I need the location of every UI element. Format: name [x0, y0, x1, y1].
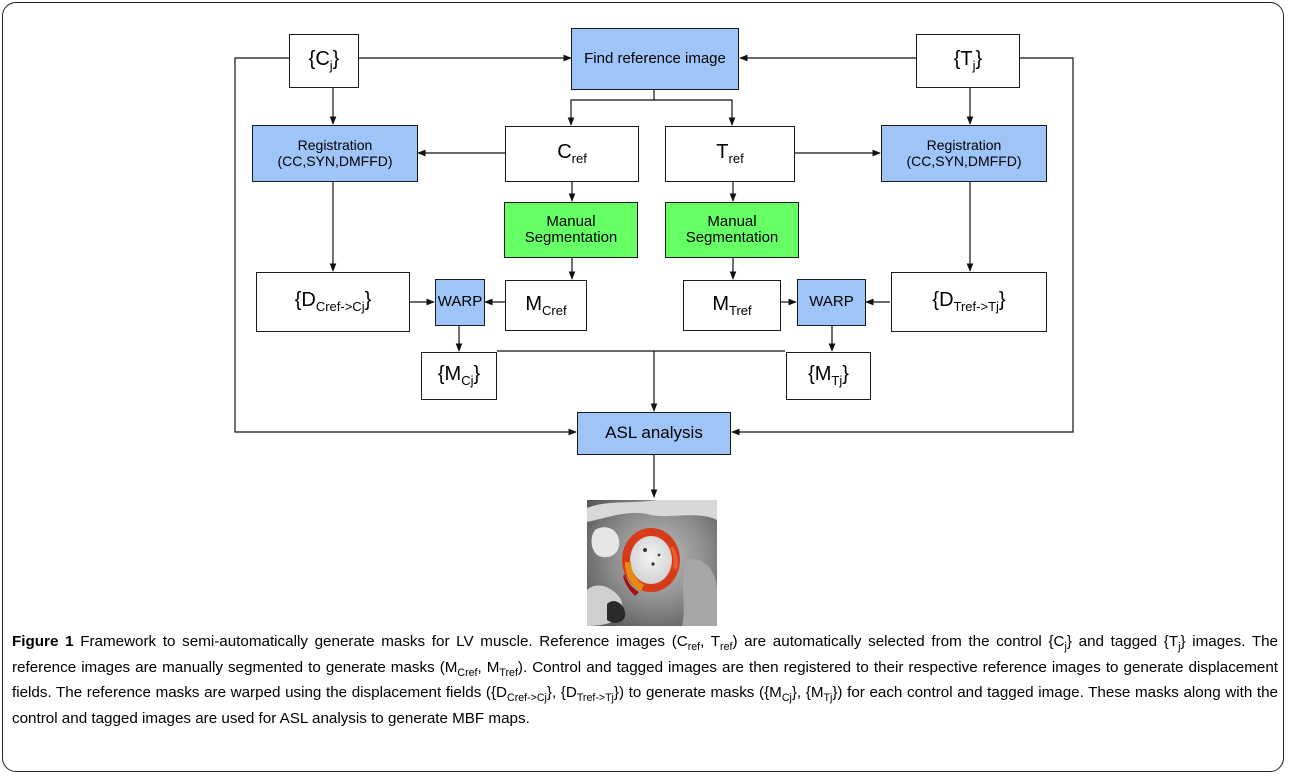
- registration-left-box: Registration (CC,SYN,DMFFD): [252, 125, 418, 182]
- registration-right-box: Registration (CC,SYN,DMFFD): [881, 125, 1047, 182]
- asl-analysis-box: ASL analysis: [577, 412, 731, 455]
- mask-t-ref-node: MTref: [683, 280, 781, 331]
- manual-segmentation-left-box: Manual Segmentation: [504, 202, 638, 258]
- find-reference-image-box: Find reference image: [571, 28, 739, 90]
- t-ref-node: Tref: [665, 126, 795, 182]
- warp-right-box: WARP: [797, 279, 866, 326]
- manual-segmentation-right-box: Manual Segmentation: [665, 202, 799, 258]
- mbf-map-image: [587, 500, 717, 626]
- displacement-fields-tagged-node: {DTref->Tj}: [891, 272, 1047, 332]
- tagged-images-node: {Tj}: [916, 34, 1020, 88]
- c-ref-node: Cref: [505, 126, 639, 182]
- warp-left-box: WARP: [435, 279, 485, 326]
- figure-caption: Figure 1 Framework to semi-automatically…: [12, 633, 1279, 727]
- tagged-masks-node: {MTj}: [786, 352, 871, 400]
- mask-c-ref-node: MCref: [505, 280, 587, 331]
- control-masks-node: {MCj}: [421, 352, 497, 400]
- figure-label: Figure 1: [12, 633, 74, 650]
- displacement-fields-control-node: {DCref->Cj}: [256, 272, 410, 332]
- control-images-node: {Cj}: [289, 34, 359, 88]
